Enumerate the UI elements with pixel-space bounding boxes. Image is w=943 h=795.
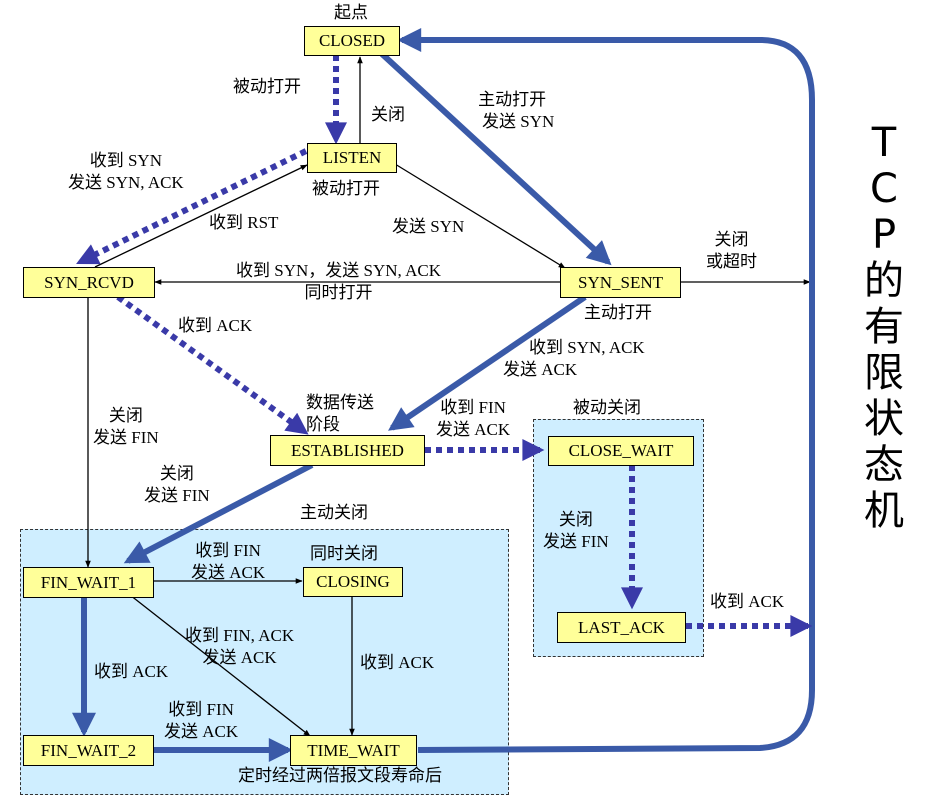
closed-to-synsent-path (379, 51, 612, 266)
label-close-2: 关闭 (714, 230, 749, 249)
label-send-fin-1: 发送 FIN (93, 428, 159, 447)
label-recv-finack: 收到 FIN, ACK (185, 626, 295, 645)
active-close-title: 主动关闭 (300, 503, 368, 522)
label-recv-fin-2: 收到 FIN (195, 541, 261, 560)
label-send-ack-3: 发送 ACK (191, 563, 266, 582)
label-recv-finack-send-ack: 收到 FIN, ACK 发送 ACK (185, 625, 294, 669)
title-char: 态 (864, 442, 904, 488)
label-send-fin-3: 发送 FIN (543, 532, 609, 551)
label-recv-syn-send-synack: 收到 SYN 发送 SYN, ACK (68, 150, 184, 194)
state-fin-wait-2: FIN_WAIT_2 (23, 735, 154, 766)
label-recv-syn: 收到 SYN (89, 151, 162, 170)
label-close-4: 关闭 (159, 464, 194, 483)
label-passive-open-1: 被动打开 (233, 77, 301, 96)
diagram-title: T C P 的 有 限 状 态 机 (856, 120, 912, 534)
label-send-ack-5: 发送 ACK (164, 722, 239, 741)
label-recv-fin-send-ack-2: 收到 FIN 发送 ACK (191, 540, 265, 584)
title-char: P (871, 212, 897, 258)
label-recv-synack-send-ack: 收到 SYN, ACK 发送 ACK (503, 337, 645, 381)
state-closing: CLOSING (303, 567, 403, 597)
label-recv-fin-send-ack-1: 收到 FIN 发送 ACK (436, 397, 510, 441)
label-or-timeout: 或超时 (706, 252, 757, 271)
label-close-send-fin-3: 关闭 发送 FIN (543, 509, 609, 553)
label-data-transfer: 数据传送 阶段 (306, 392, 374, 436)
label-send-ack-4: 发送 ACK (202, 648, 277, 667)
label-simul-open-group: 收到 SYN，发送 SYN, ACK 同时打开 (236, 260, 441, 304)
listen-to-synrcvd-dotted (76, 148, 308, 265)
label-active-open-send: 主动打开 发送 SYN (470, 89, 554, 133)
timewait-to-closed-path (397, 28, 815, 753)
label-close-or-timeout: 关闭 或超时 (706, 229, 757, 273)
label-recv-fin-3: 收到 FIN (168, 700, 234, 719)
title-char: 机 (864, 488, 904, 534)
label-close-5: 关闭 (558, 510, 593, 529)
synsent-to-established-path (388, 294, 587, 431)
label-close-send-fin-1: 关闭 发送 FIN (93, 405, 159, 449)
label-send-ack-2: 发送 ACK (436, 420, 511, 439)
state-fin-wait-1: FIN_WAIT_1 (23, 567, 154, 598)
label-recv-synack: 收到 SYN, ACK (529, 338, 645, 357)
synrcvd-to-established-dotted (116, 294, 309, 435)
title-char: C (870, 166, 898, 212)
label-recv-ack-4: 收到 ACK (710, 592, 785, 611)
state-syn-rcvd: SYN_RCVD (23, 267, 155, 298)
state-time-wait: TIME_WAIT (290, 735, 417, 766)
label-send-synack: 发送 SYN, ACK (68, 173, 184, 192)
label-close-send-fin-2: 关闭 发送 FIN (144, 463, 210, 507)
title-char: 限 (864, 350, 904, 396)
state-syn-sent: SYN_SENT (560, 267, 681, 298)
state-listen: LISTEN (307, 143, 397, 173)
state-closed: CLOSED (304, 26, 400, 56)
label-timeout-2msl: 定时经过两倍报文段寿命后 (238, 766, 442, 785)
label-send-syn-2: 发送 SYN (392, 217, 465, 236)
label-data-transfer-1: 数据传送 (306, 393, 374, 412)
finwait1-to-timewait-arrow (129, 594, 311, 737)
label-recv-ack-2: 收到 ACK (94, 662, 169, 681)
label-recv-fin-1: 收到 FIN (440, 398, 506, 417)
title-char: T (871, 120, 897, 166)
passive-close-title: 被动关闭 (573, 398, 641, 417)
label-data-transfer-2: 阶段 (306, 415, 340, 434)
label-simul-close: 同时关闭 (310, 544, 378, 563)
label-send-syn: 发送 SYN (482, 112, 555, 131)
label-send-fin-2: 发送 FIN (144, 486, 210, 505)
listen-to-synsent-arrow (394, 163, 566, 269)
label-send-ack-1: 发送 ACK (503, 360, 578, 379)
label-recv-syn-send-synack-2: 收到 SYN，发送 SYN, ACK (236, 261, 441, 280)
label-active-open: 主动打开 (478, 90, 547, 109)
title-char: 有 (864, 304, 904, 350)
synrcvd-to-listen-arrow (94, 164, 308, 268)
label-recv-ack-1: 收到 ACK (178, 316, 253, 335)
title-char: 状 (864, 396, 904, 442)
title-char: 的 (864, 258, 904, 304)
label-passive-open-2: 被动打开 (312, 179, 380, 198)
state-last-ack: LAST_ACK (557, 612, 686, 643)
label-recv-ack-3: 收到 ACK (360, 653, 435, 672)
label-close-1: 关闭 (371, 105, 405, 124)
label-recv-rst: 收到 RST (209, 213, 279, 232)
start-label: 起点 (334, 3, 368, 22)
label-active-open-2: 主动打开 (584, 303, 652, 322)
label-close-3: 关闭 (108, 406, 143, 425)
established-to-finwait1-path (123, 462, 314, 564)
state-close-wait: CLOSE_WAIT (548, 436, 694, 466)
state-established: ESTABLISHED (270, 435, 425, 466)
label-simul-open: 同时打开 (304, 283, 373, 302)
label-recv-fin-send-ack-3: 收到 FIN 发送 ACK (164, 699, 238, 743)
